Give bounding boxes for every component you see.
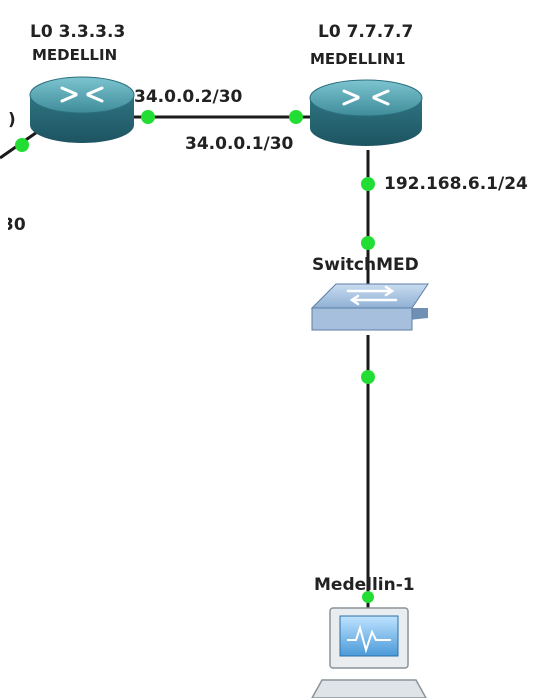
link-dot (362, 591, 374, 603)
link-dot (361, 370, 375, 384)
router-medellin-loopback: L0 3.3.3.3 (30, 22, 126, 42)
link-ip-lan: 192.168.6.1/24 (384, 174, 528, 194)
router-medellin-name: MEDELLIN (32, 46, 118, 64)
host-computer-icon[interactable] (311, 607, 427, 698)
switch-arrows-icon (346, 285, 398, 306)
link-dot (361, 177, 375, 191)
host-name: Medellin-1 (314, 575, 415, 595)
router-arrows-icon (342, 89, 390, 106)
link-ip-medellin: 34.0.0.2/30 (134, 87, 243, 107)
link-ip-medellin1: 34.0.0.1/30 (185, 134, 294, 154)
cut-off-label-lower: 30 (2, 215, 26, 235)
router-medellin[interactable] (29, 76, 135, 143)
switch-name: SwitchMED (312, 255, 419, 275)
switch-switchmed[interactable] (310, 283, 429, 331)
link-dot (361, 236, 375, 250)
link-dot (141, 110, 155, 124)
router-arrows-icon (60, 86, 104, 103)
router-medellin1-loopback: L0 7.7.7.7 (318, 22, 414, 42)
cut-off-label-upper: ) (8, 110, 16, 130)
router-medellin1[interactable] (309, 79, 423, 146)
router-medellin1-name: MEDELLIN1 (310, 50, 406, 68)
link-dot (15, 138, 29, 152)
link-endpoint-dots (15, 110, 375, 603)
link-dot (289, 110, 303, 124)
